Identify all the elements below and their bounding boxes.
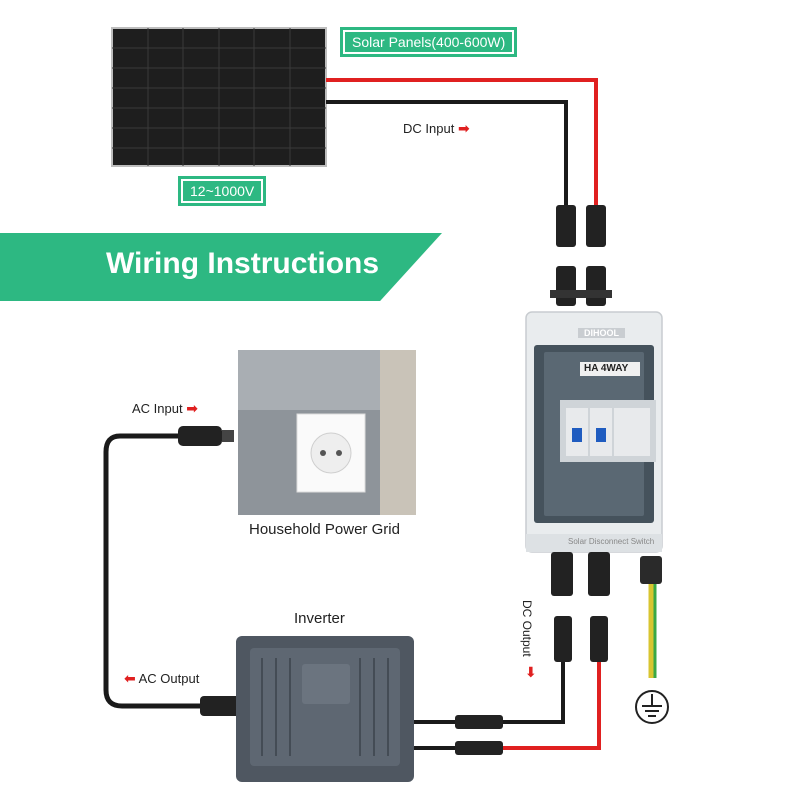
voltage-tag: 12~1000V bbox=[178, 176, 267, 206]
ground-wire bbox=[648, 584, 657, 678]
arrow-down-icon: ⬇ bbox=[525, 664, 537, 680]
mc4-connectors-inverter bbox=[410, 715, 503, 755]
inverter-unit bbox=[236, 636, 414, 782]
ac-plug bbox=[178, 426, 234, 446]
solar-panels-tag: Solar Panels(400-600W) bbox=[340, 27, 518, 57]
ac-output-connector bbox=[200, 696, 240, 716]
dc-input-negative-wire bbox=[326, 100, 568, 210]
dc-output-label: DC Output bbox=[520, 600, 534, 657]
dc-disconnect-switch-box bbox=[525, 311, 663, 553]
inverter-label: Inverter bbox=[294, 610, 345, 627]
page-title: Wiring Instructions bbox=[106, 247, 380, 280]
ac-cable bbox=[103, 433, 205, 709]
ac-input-text: AC Input bbox=[132, 401, 183, 416]
ac-input-label: AC Input ➡ bbox=[132, 400, 198, 417]
ground-symbol bbox=[635, 690, 669, 724]
ac-output-label: ⬅ AC Output bbox=[124, 670, 199, 687]
household-socket-image bbox=[238, 350, 416, 515]
dc-output-positive-wire bbox=[500, 662, 601, 750]
arrow-left-icon: ⬅ bbox=[124, 670, 136, 686]
dc-input-label: DC Input ➡ bbox=[403, 120, 470, 137]
arrow-right-icon: ➡ bbox=[186, 400, 198, 416]
mc4-connectors-top bbox=[550, 205, 612, 306]
household-grid-label: Household Power Grid bbox=[249, 521, 400, 538]
dc-output-negative-wire bbox=[500, 662, 565, 724]
title-banner bbox=[0, 233, 442, 301]
arrow-right-icon: ➡ bbox=[457, 120, 470, 136]
switch-brand: DIHOOL bbox=[578, 328, 625, 338]
mc4-connectors-bottom bbox=[551, 552, 662, 662]
dc-input-positive-wire bbox=[326, 78, 598, 210]
dc-output-text: DC Output bbox=[520, 600, 534, 657]
switch-model: HA 4WAY bbox=[584, 363, 629, 374]
ac-output-text: AC Output bbox=[138, 671, 200, 686]
dc-input-text: DC Input bbox=[403, 121, 455, 136]
solar-panel bbox=[111, 27, 327, 167]
switch-footer: Solar Disconnect Switch bbox=[568, 537, 655, 546]
